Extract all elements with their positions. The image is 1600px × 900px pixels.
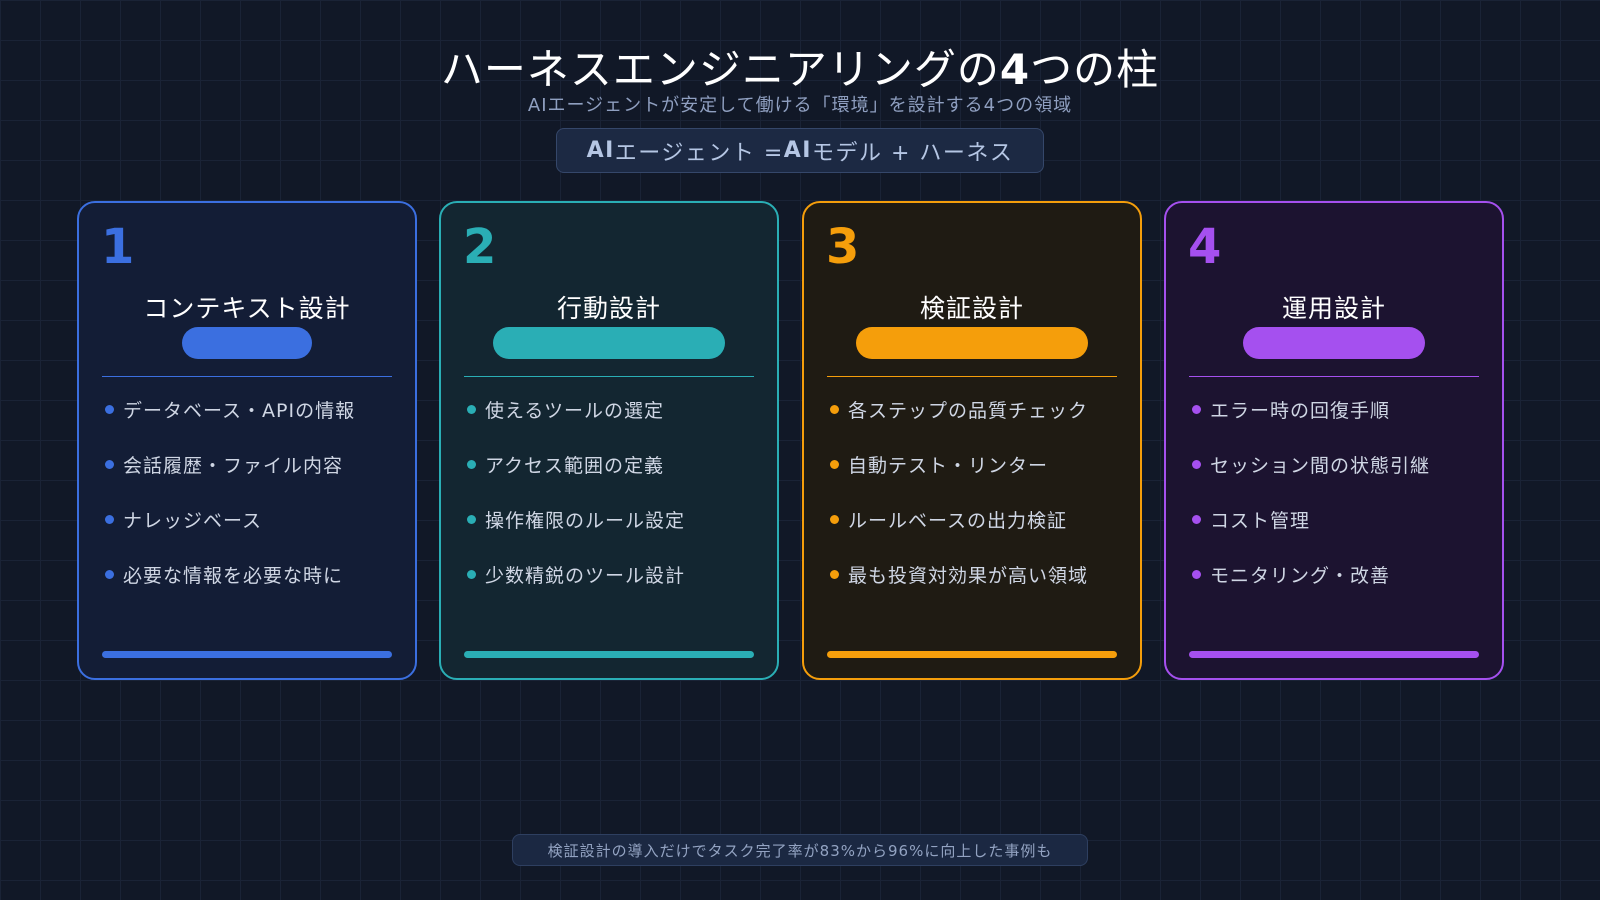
- bullet-dot-icon: [1192, 570, 1201, 579]
- bullet-dot-icon: [105, 460, 114, 469]
- list-item-text: 会話履歴・ファイル内容: [123, 455, 344, 477]
- list-item: 自動テスト・リンター: [828, 451, 1130, 506]
- pillar-number: 2: [463, 219, 497, 275]
- formula-ai-1: AI: [586, 138, 615, 163]
- list-item-text: 少数精鋭のツール設計: [485, 565, 686, 587]
- list-item: コスト管理: [1190, 506, 1492, 561]
- bullet-dot-icon: [1192, 460, 1201, 469]
- list-item-text: ルールベースの出力検証: [848, 510, 1068, 532]
- list-item: ナレッジベース: [103, 506, 405, 561]
- pillar-title: 行動設計: [556, 294, 661, 323]
- list-item: セッション間の状態引継: [1190, 451, 1492, 506]
- formula-model-harness: モデル + ハーネス: [812, 140, 1014, 166]
- pillar-card-context: 1 コンテキスト設計データベース・APIの情報会話履歴・ファイル内容ナレッジベース…: [77, 201, 417, 680]
- bullet-dot-icon: [467, 405, 476, 414]
- list-item-text: 最も投資対効果が高い領域: [848, 565, 1089, 587]
- bullet-dot-icon: [830, 515, 839, 524]
- list-item-text: エラー時の回復手順: [1210, 400, 1391, 422]
- pillar-item-list: エラー時の回復手順セッション間の状態引継コスト管理モニタリング・改善: [1190, 396, 1492, 616]
- pillar-bottom-bar: [102, 651, 392, 658]
- list-item-text: 操作権限のルール設定: [485, 510, 686, 532]
- list-item-text: 各ステップの品質チェック: [848, 400, 1089, 422]
- list-item-text: 使えるツールの選定: [485, 400, 665, 422]
- pillar-accent-pill: [493, 327, 725, 359]
- bullet-dot-icon: [467, 570, 476, 579]
- pillar-accent-pill: [182, 327, 312, 359]
- title-number: 4: [999, 45, 1031, 94]
- list-item: モニタリング・改善: [1190, 561, 1492, 616]
- title-text: ハーネスエンジニアリングの: [440, 45, 1000, 94]
- divider: [464, 376, 754, 377]
- bullet-dot-icon: [830, 405, 839, 414]
- pillar-number: 1: [101, 219, 135, 275]
- bullet-dot-icon: [105, 515, 114, 524]
- bullet-dot-icon: [467, 515, 476, 524]
- list-item: データベース・APIの情報: [103, 396, 405, 451]
- list-item: 各ステップの品質チェック: [828, 396, 1130, 451]
- bullet-dot-icon: [830, 570, 839, 579]
- pillar-bottom-bar: [1189, 651, 1479, 658]
- pillar-bottom-bar: [827, 651, 1117, 658]
- pillar-card-verification: 3 検証設計各ステップの品質チェック自動テスト・リンタールールベースの出力検証最も…: [802, 201, 1142, 680]
- pillar-item-list: データベース・APIの情報会話履歴・ファイル内容ナレッジベース必要な情報を必要な…: [103, 396, 405, 616]
- pillar-title: コンテキスト設計: [143, 294, 351, 323]
- pillar-title: 検証設計: [919, 294, 1024, 323]
- formula-ai-2: AI: [783, 138, 812, 163]
- pillar-item-list: 各ステップの品質チェック自動テスト・リンタールールベースの出力検証最も投資対効果…: [828, 396, 1130, 616]
- list-item: アクセス範囲の定義: [465, 451, 767, 506]
- page-title: ハーネスエンジニアリングの4つの柱: [0, 36, 1600, 97]
- pillar-card-action: 2 行動設計使えるツールの選定アクセス範囲の定義操作権限のルール設定少数精鋭のツー…: [439, 201, 779, 680]
- list-item: ルールベースの出力検証: [828, 506, 1130, 561]
- list-item: 会話履歴・ファイル内容: [103, 451, 405, 506]
- list-item-text: データベース・APIの情報: [123, 400, 356, 422]
- bullet-dot-icon: [105, 405, 114, 414]
- page-subtitle: AIエージェントが安定して働ける「環境」を設計する4つの領域: [527, 95, 1073, 116]
- bullet-dot-icon: [1192, 405, 1201, 414]
- bullet-dot-icon: [830, 460, 839, 469]
- pillar-number: 4: [1188, 219, 1222, 275]
- bullet-dot-icon: [1192, 515, 1201, 524]
- list-item: 使えるツールの選定: [465, 396, 767, 451]
- pillar-card-operation: 4 運用設計エラー時の回復手順セッション間の状態引継コスト管理モニタリング・改善: [1164, 201, 1504, 680]
- list-item-text: モニタリング・改善: [1210, 565, 1391, 587]
- list-item: 必要な情報を必要な時に: [103, 561, 405, 616]
- divider: [1189, 376, 1479, 377]
- list-item-text: アクセス範囲の定義: [485, 455, 665, 477]
- list-item-text: 自動テスト・リンター: [848, 455, 1049, 477]
- pillar-bottom-bar: [464, 651, 754, 658]
- pillar-item-list: 使えるツールの選定アクセス範囲の定義操作権限のルール設定少数精鋭のツール設計: [465, 396, 767, 616]
- list-item-text: コスト管理: [1210, 510, 1311, 532]
- title-text-end: つの柱: [1030, 45, 1160, 94]
- formula-agent: エージェント =: [614, 140, 784, 166]
- pillar-title: 運用設計: [1281, 294, 1386, 323]
- list-item-text: セッション間の状態引継: [1210, 455, 1431, 477]
- divider: [102, 376, 392, 377]
- bullet-dot-icon: [105, 570, 114, 579]
- list-item-text: ナレッジベース: [123, 510, 263, 532]
- divider: [827, 376, 1117, 377]
- pillar-number: 3: [826, 219, 860, 275]
- pillar-accent-pill: [856, 327, 1088, 359]
- list-item-text: 必要な情報を必要な時に: [123, 565, 344, 587]
- list-item: 操作権限のルール設定: [465, 506, 767, 561]
- footer-note: 検証設計の導入だけでタスク完了率が83%から96%に向上した事例も: [512, 834, 1088, 866]
- list-item: 少数精鋭のツール設計: [465, 561, 767, 616]
- list-item: 最も投資対効果が高い領域: [828, 561, 1130, 616]
- bullet-dot-icon: [467, 460, 476, 469]
- list-item: エラー時の回復手順: [1190, 396, 1492, 451]
- pillar-accent-pill: [1243, 327, 1425, 359]
